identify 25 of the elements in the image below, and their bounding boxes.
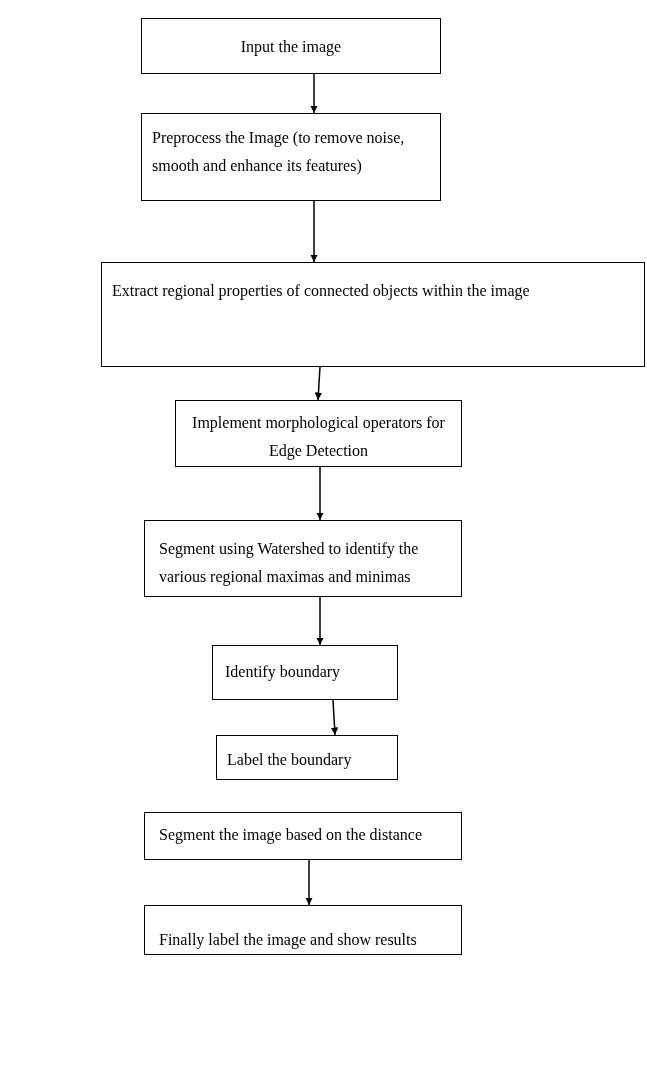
process-box <box>144 520 462 597</box>
arrow <box>314 366 323 401</box>
arrow <box>330 699 339 736</box>
step-text: Extract regional properties of connected objects within the image <box>112 281 531 302</box>
step-text: Identify boundary <box>225 662 342 683</box>
arrow <box>316 466 324 521</box>
process-box <box>216 735 398 780</box>
arrow <box>310 73 318 114</box>
step-text: Segment the image based on the distance <box>159 825 424 846</box>
process-box <box>175 400 462 467</box>
step-text: Label the boundary <box>227 750 353 771</box>
process-box <box>141 113 441 201</box>
process-box <box>101 262 645 367</box>
step-text: Input the image <box>239 37 343 58</box>
step-text: Implement morphological operators for Edge Detection <box>191 413 446 462</box>
process-box <box>141 18 441 74</box>
arrow <box>316 596 324 646</box>
arrow <box>310 200 318 263</box>
process-box <box>144 812 462 860</box>
step-text: Preprocess the Image (to remove noise, smooth and enhance its features) <box>152 128 406 177</box>
process-box <box>212 645 398 700</box>
step-text: Finally label the image and show results <box>159 930 418 951</box>
process-box <box>144 905 462 955</box>
step-text: Segment using Watershed to identify the various regional maximas and minimas <box>159 539 420 588</box>
arrow <box>305 859 313 906</box>
